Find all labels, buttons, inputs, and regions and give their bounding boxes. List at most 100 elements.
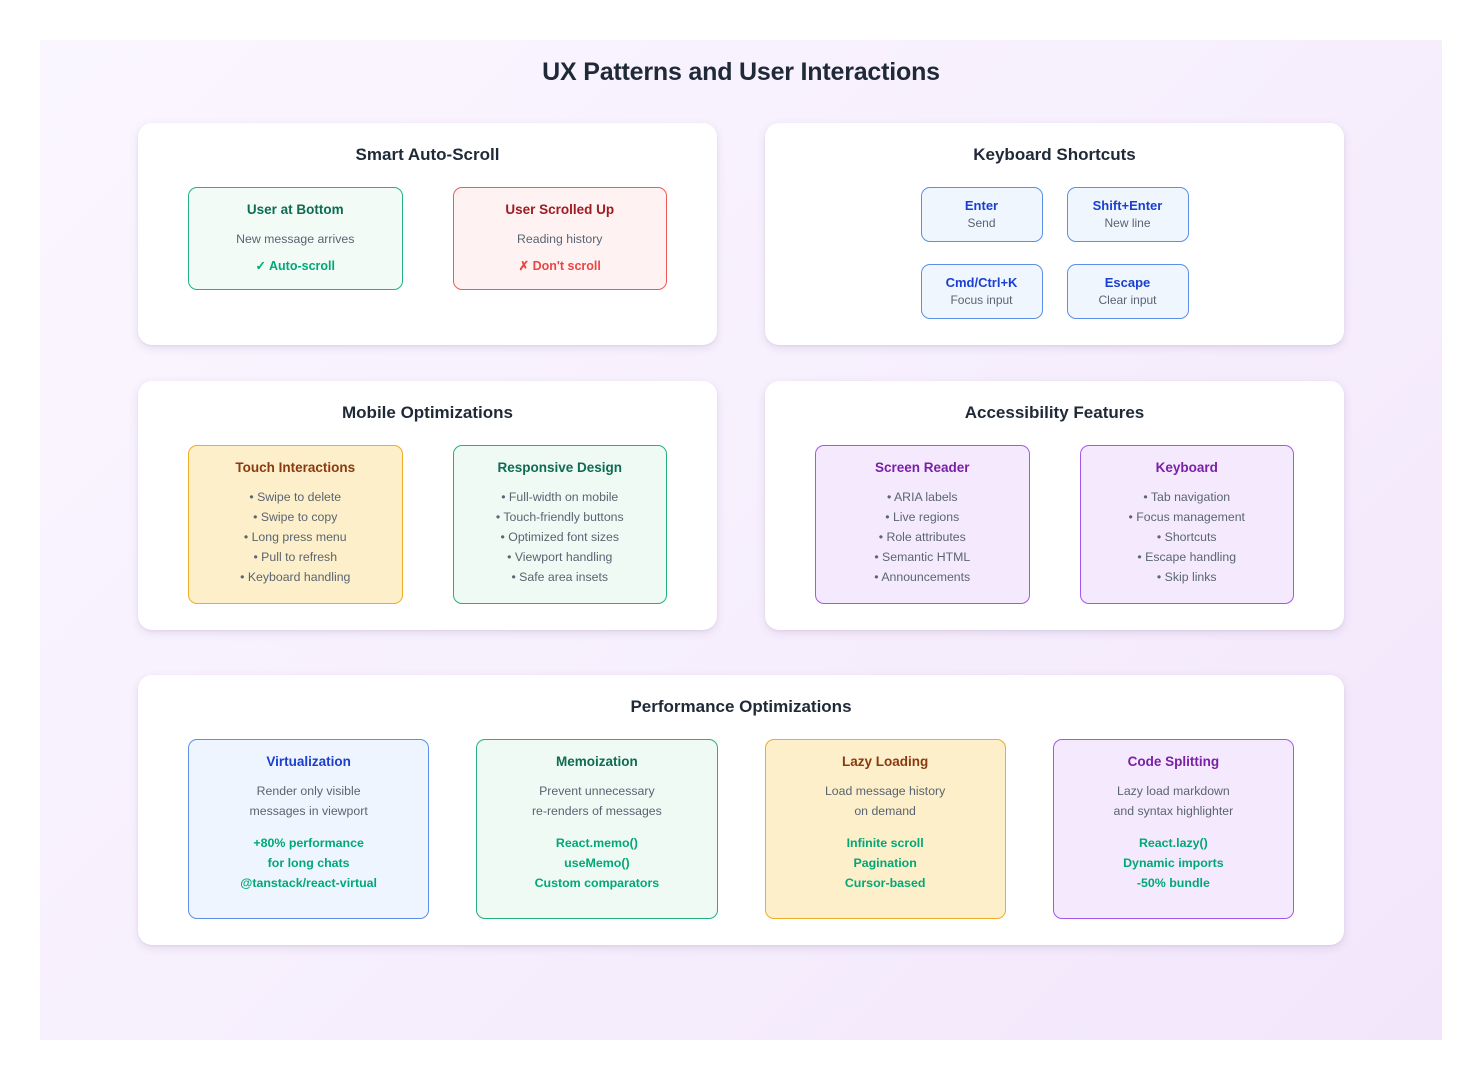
mobile-box-row: Touch Interactions • Swipe to delete • S… [160,445,695,604]
feature-item: • Long press menu [243,530,347,544]
auto-scroll-box-row: User at Bottom New message arrives ✓ Aut… [160,187,695,290]
feature-title-responsive-design: Responsive Design [497,460,623,475]
state-title-user-at-bottom: User at Bottom [246,202,344,217]
perf-title-lazy-loading: Lazy Loading [841,754,929,769]
card-performance-optimizations: Performance Optimizations Virtualization… [138,675,1344,945]
feature-item: • Swipe to delete [249,490,342,504]
shortcut-cmd-ctrl-k[interactable]: Cmd/Ctrl+K Focus input [920,264,1043,319]
shortcut-escape[interactable]: Escape Clear input [1066,264,1189,319]
perf-title-virtualization: Virtualization [266,754,351,769]
shortcut-description: Clear input [1098,293,1157,307]
shortcut-enter[interactable]: Enter Send [920,187,1043,242]
card-keyboard-shortcuts: Keyboard Shortcuts Enter Send Shift+Ente… [765,123,1344,345]
feature-title-touch-interactions: Touch Interactions [235,460,356,475]
feature-item: • Viewport handling [507,550,613,564]
feature-title-screen-reader: Screen Reader [874,460,970,475]
perf-description-line: messages in viewport [249,804,368,818]
feature-item: • Pull to refresh [253,550,338,564]
page-title: UX Patterns and User Interactions [542,58,940,86]
page-canvas: UX Patterns and User Interactions Smart … [40,40,1442,1040]
performance-box-row: Virtualization Render only visible messa… [160,739,1322,919]
perf-metric: for long chats [267,856,350,870]
state-box-user-scrolled-up[interactable]: User Scrolled Up Reading history ✗ Don't… [452,187,667,290]
card-title-keyboard-shortcuts: Keyboard Shortcuts [973,145,1136,164]
card-title-mobile-optimizations: Mobile Optimizations [342,403,513,422]
feature-item: • Role attributes [878,530,966,544]
perf-description-line: Render only visible [256,784,361,798]
shortcut-shift-enter[interactable]: Shift+Enter New line [1066,187,1189,242]
card-title-accessibility-features: Accessibility Features [964,403,1145,422]
perf-title-code-splitting: Code Splitting [1127,754,1220,769]
perf-metric: -50% bundle [1136,876,1210,890]
feature-item: • Escape handling [1137,550,1237,564]
perf-metric-list: React.lazy() Dynamic imports -50% bundle [1064,833,1283,893]
feature-item: • Focus management [1128,510,1245,524]
feature-item: • Full-width on mobile [501,490,619,504]
perf-metric: Dynamic imports [1123,856,1224,870]
feature-item: • Safe area insets [511,570,609,584]
perf-metric: useMemo() [564,856,630,870]
state-line: New message arrives [236,232,355,246]
perf-metric: Infinite scroll [846,836,924,850]
shortcut-description: Focus input [950,293,1013,307]
feature-item: • Live regions [885,510,960,524]
shortcut-combo: Shift+Enter [1092,198,1163,213]
perf-description-line: and syntax highlighter [1113,804,1234,818]
feature-box-screen-reader[interactable]: Screen Reader • ARIA labels • Live regio… [815,445,1030,604]
perf-box-code-splitting[interactable]: Code Splitting Lazy load markdown and sy… [1052,739,1294,919]
feature-item: • Touch-friendly buttons [495,510,624,524]
perf-metric: +80% performance [253,836,364,850]
perf-description-line: on demand [854,804,916,818]
perf-box-lazy-loading[interactable]: Lazy Loading Load message history on dem… [764,739,1006,919]
card-accessibility-features: Accessibility Features Screen Reader • A… [765,381,1344,630]
perf-metric-list: +80% performance for long chats @tanstac… [199,833,418,893]
row-three: Performance Optimizations Virtualization… [40,675,1442,945]
perf-box-memoization[interactable]: Memoization Prevent unnecessary re-rende… [476,739,718,919]
state-box-user-at-bottom[interactable]: User at Bottom New message arrives ✓ Aut… [188,187,403,290]
perf-description-line: re-renders of messages [531,804,662,818]
card-smart-auto-scroll: Smart Auto-Scroll User at Bottom New mes… [138,123,717,345]
feature-item: • Semantic HTML [874,550,971,564]
shortcut-description: New line [1104,216,1151,230]
shortcut-combo: Escape [1104,275,1151,290]
state-accent-dont-scroll: ✗ Don't scroll [518,259,601,273]
perf-metric: Pagination [853,856,917,870]
feature-item: • Swipe to copy [253,510,338,524]
feature-item: • Optimized font sizes [500,530,619,544]
feature-title-keyboard: Keyboard [1155,460,1218,475]
card-title-performance-optimizations: Performance Optimizations [630,697,852,716]
perf-metric: Cursor-based [844,876,926,890]
perf-metric: React.memo() [555,836,638,850]
perf-box-virtualization[interactable]: Virtualization Render only visible messa… [188,739,430,919]
keyboard-shortcut-list: Enter Send Shift+Enter New line Cmd/Ctrl… [820,187,1290,319]
feature-box-responsive-design[interactable]: Responsive Design • Full-width on mobile… [452,445,667,604]
shortcut-description: Send [967,216,996,230]
shortcut-combo: Enter [964,198,999,213]
perf-metric-list: Infinite scroll Pagination Cursor-based [776,833,995,893]
feature-item: • Announcements [874,570,971,584]
perf-metric: Custom comparators [534,876,660,890]
row-two: Mobile Optimizations Touch Interactions … [40,381,1442,630]
feature-item: • Keyboard handling [240,570,351,584]
card-mobile-optimizations: Mobile Optimizations Touch Interactions … [138,381,717,630]
state-title-user-scrolled-up: User Scrolled Up [505,202,615,217]
shortcut-combo: Cmd/Ctrl+K [945,275,1018,290]
state-line: Reading history [517,232,603,246]
perf-title-memoization: Memoization [555,754,638,769]
feature-box-touch-interactions[interactable]: Touch Interactions • Swipe to delete • S… [188,445,403,604]
perf-description-line: Load message history [824,784,946,798]
feature-item: • Tab navigation [1143,490,1231,504]
perf-metric: React.lazy() [1138,836,1208,850]
perf-description-line: Prevent unnecessary [539,784,655,798]
accessibility-box-row: Screen Reader • ARIA labels • Live regio… [787,445,1322,604]
feature-box-keyboard[interactable]: Keyboard • Tab navigation • Focus manage… [1079,445,1294,604]
state-accent-auto-scroll: ✓ Auto-scroll [255,259,335,273]
feature-item: • Shortcuts [1156,530,1217,544]
feature-item: • ARIA labels [886,490,958,504]
perf-metric: @tanstack/react-virtual [240,876,377,890]
feature-item: • Skip links [1156,570,1217,584]
perf-description-line: Lazy load markdown [1116,784,1230,798]
card-title-auto-scroll: Smart Auto-Scroll [355,145,500,164]
row-one: Smart Auto-Scroll User at Bottom New mes… [40,123,1442,345]
perf-metric-list: React.memo() useMemo() Custom comparator… [487,833,706,893]
